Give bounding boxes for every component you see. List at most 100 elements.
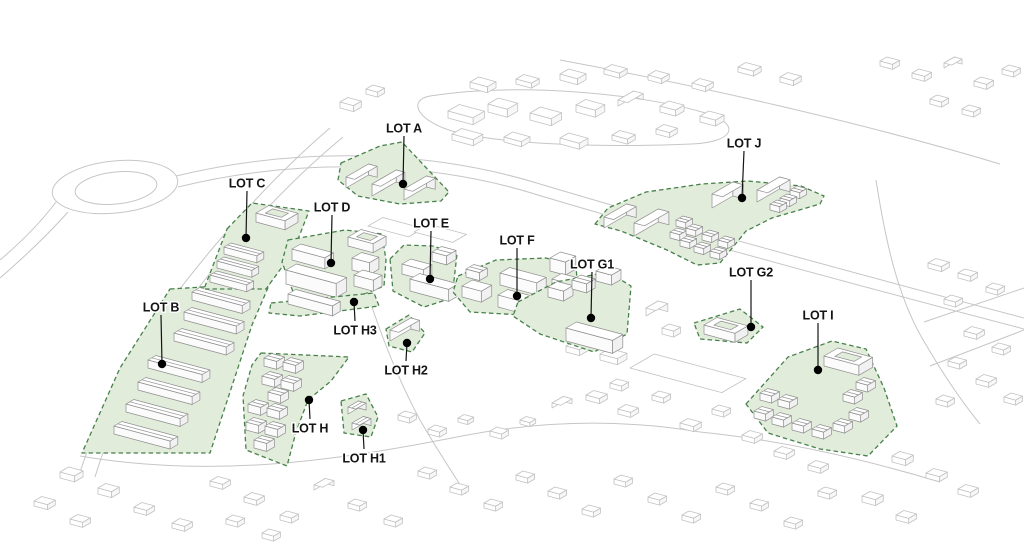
context-building xyxy=(975,374,997,388)
lot-h1 xyxy=(340,393,379,438)
context-pad xyxy=(413,223,467,243)
lot-b-building xyxy=(173,328,235,356)
lot-h-building xyxy=(245,417,267,434)
lot-h3-callout: LOT H3 xyxy=(332,297,379,339)
lot-d-label: LOT D xyxy=(314,201,351,215)
context-building xyxy=(617,90,644,107)
context-building xyxy=(879,56,900,70)
context-building xyxy=(961,104,981,118)
lot-i-building xyxy=(777,394,798,410)
lot-a-marker xyxy=(398,179,408,189)
lot-h2 xyxy=(385,314,426,353)
lot-d-building xyxy=(285,263,347,298)
lot-f-building xyxy=(499,267,547,296)
context-building xyxy=(617,404,639,418)
context-building xyxy=(585,390,608,404)
lot-j-area xyxy=(594,180,825,266)
context-building xyxy=(1003,392,1023,406)
lot-h-building xyxy=(261,371,283,388)
lot-b-building xyxy=(137,377,201,405)
lot-h2-building xyxy=(389,317,420,342)
context-building xyxy=(515,74,540,89)
roundabout-road xyxy=(74,171,158,205)
lot-i xyxy=(745,340,898,457)
context-building xyxy=(783,516,803,530)
lot-g1-label: LOT G1 xyxy=(570,258,614,272)
lot-j-building xyxy=(693,241,711,255)
lot-h-building xyxy=(263,353,285,370)
lot-b-building xyxy=(113,421,179,450)
lot-i-building xyxy=(842,389,863,405)
lot-i-building xyxy=(759,388,780,404)
lot-j-building xyxy=(701,229,719,243)
lot-i-label: LOT I xyxy=(803,309,834,323)
lot-d-leader-line xyxy=(330,214,333,264)
lot-g1-building xyxy=(595,265,622,286)
lot-i-building xyxy=(811,424,832,440)
context-building xyxy=(339,97,362,112)
context-building xyxy=(681,510,701,524)
lot-i-building xyxy=(855,377,876,393)
lot-h-callout: LOT H xyxy=(290,395,330,437)
lot-j-callout: LOT J xyxy=(725,135,763,203)
lot-b-building xyxy=(125,399,189,427)
context-building xyxy=(1001,64,1021,78)
lot-h-building xyxy=(264,421,286,438)
lot-h-label: LOT H xyxy=(292,422,329,436)
context-building xyxy=(651,390,671,404)
lot-h-building xyxy=(282,357,304,374)
context-building xyxy=(483,498,503,512)
context-building xyxy=(715,482,735,496)
context-road xyxy=(929,329,1024,367)
lot-g1-leader-line xyxy=(590,271,593,319)
lot-c-leader-line xyxy=(245,190,248,239)
lot-j-building xyxy=(633,208,670,237)
lot-h-building xyxy=(280,375,302,392)
context-road xyxy=(0,201,57,261)
context-road xyxy=(559,59,1001,165)
context-building xyxy=(985,282,1005,296)
lot-b-leader-line xyxy=(160,314,163,365)
context-building xyxy=(943,56,963,69)
context-building xyxy=(741,430,763,444)
lot-b-label: LOT B xyxy=(143,301,180,315)
lot-i-building xyxy=(823,347,873,376)
lot-a xyxy=(337,141,450,205)
lot-c-callout: LOT C xyxy=(227,175,267,243)
lot-c-marker xyxy=(241,233,251,243)
lot-a-label: LOT A xyxy=(386,122,422,136)
context-buildings-layer xyxy=(33,56,1023,542)
lot-i-building xyxy=(832,418,853,434)
context-building xyxy=(427,424,447,438)
lot-j-building xyxy=(685,223,703,237)
lot-b-building xyxy=(183,307,245,335)
lot-f xyxy=(452,251,580,320)
context-building xyxy=(991,342,1011,356)
context-road xyxy=(175,155,1024,319)
lot-g1 xyxy=(512,265,632,354)
lot-h3-label: LOT H3 xyxy=(333,324,376,338)
lot-a-leader-line xyxy=(402,135,405,185)
context-building xyxy=(529,106,562,127)
context-building xyxy=(817,486,837,500)
context-building xyxy=(911,68,932,82)
context-road xyxy=(177,166,1024,330)
context-building xyxy=(711,404,731,418)
lot-h3-building xyxy=(287,289,341,317)
lot-e-leader-line xyxy=(429,230,432,280)
context-building xyxy=(925,468,948,482)
lot-b xyxy=(81,282,271,454)
context-building xyxy=(973,76,994,90)
context-building xyxy=(947,356,967,370)
lot-a-callout: LOT A xyxy=(384,120,424,189)
lot-f-callout: LOT F xyxy=(498,232,537,301)
context-building xyxy=(515,470,535,484)
context-building xyxy=(895,510,917,524)
lot-j-building xyxy=(717,235,735,249)
lot-a-building xyxy=(403,175,436,201)
lot-e-label: LOT E xyxy=(413,217,449,231)
context-building xyxy=(749,498,769,512)
context-building xyxy=(417,466,437,480)
lot-b-callout: LOT B xyxy=(141,299,181,369)
